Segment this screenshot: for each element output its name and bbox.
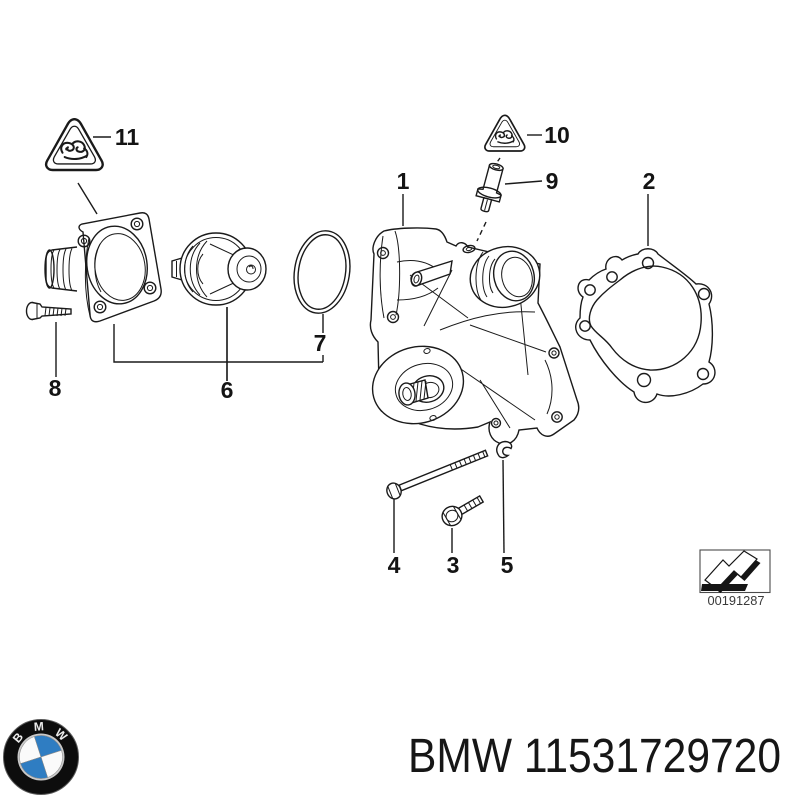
callout-9-label: 9 [546, 168, 559, 194]
leader-line-5 [502, 459, 505, 554]
part-number-text: BMW 11531729720 [408, 730, 781, 783]
bolt-drawing-4 [386, 449, 489, 500]
leader-line-9-part [476, 221, 487, 242]
inlet-neck-drawing [469, 245, 541, 309]
callout-7-label: 7 [314, 330, 327, 356]
warning-triangle-icon-11 [44, 118, 104, 172]
callout-4-label: 4 [388, 552, 401, 578]
sensor-drawing [475, 162, 504, 213]
gasket-drawing [575, 248, 716, 404]
callout-2-label: 2 [643, 168, 656, 194]
callout-3-label: 3 [447, 552, 460, 578]
callout-5-label: 5 [501, 552, 514, 578]
hose-fitting-drawing [44, 246, 78, 292]
callout-8-label: 8 [49, 375, 62, 401]
o-ring-drawing [293, 230, 351, 314]
photo-stamp-box [699, 549, 771, 594]
logo-letter-m: M [33, 719, 44, 734]
bmw-roundel-logo: B M W [3, 719, 79, 795]
clip-drawing-5 [496, 440, 513, 459]
leader-line-9 [504, 180, 543, 185]
bolt-drawing-8 [25, 301, 72, 377]
water-pump-drawing [369, 227, 580, 445]
callout-6-label: 6 [221, 377, 234, 403]
callout-10-label: 10 [544, 122, 570, 148]
thermostat-drawing [171, 232, 267, 306]
logo-quadrants [19, 735, 63, 779]
pipe-stub-drawing [410, 259, 453, 287]
leader-line-11-part [77, 182, 98, 215]
bolt-drawing-3 [441, 495, 485, 527]
warning-triangle-icon-10 [484, 114, 526, 152]
callout-bracket-6 [113, 307, 324, 381]
pulley-hub-drawing [371, 345, 465, 425]
callout-11-label: 11 [115, 124, 140, 150]
thermostat-housing-drawing [77, 212, 162, 323]
direction-arrow-icon [701, 550, 761, 593]
stamp-number: 00191287 [708, 594, 765, 608]
callout-1-label: 1 [397, 168, 410, 194]
